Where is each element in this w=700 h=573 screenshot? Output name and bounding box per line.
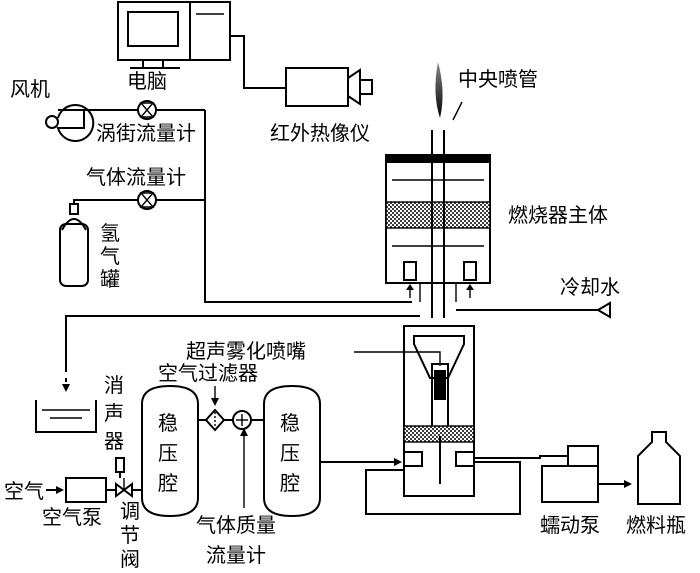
flow-arrows-up	[406, 284, 474, 298]
air-filter	[204, 408, 226, 432]
hydrogen-tank	[59, 203, 89, 287]
infrared-camera	[285, 67, 373, 107]
gas-flowmeter	[137, 190, 157, 210]
burner-body-label: 燃烧器主体	[508, 203, 608, 227]
peristaltic-pump	[541, 445, 599, 503]
air-pump-label: 空气泵	[42, 505, 102, 529]
regulator-2-char-2: 压	[280, 441, 300, 465]
hydrogen-label-3: 罐	[100, 267, 120, 291]
regulator-tank-2	[263, 384, 321, 518]
hydrogen-label-1: 氢	[100, 221, 120, 245]
gas-flowmeter-label: 气体流量计	[86, 165, 186, 189]
regulator-tank-1	[141, 384, 199, 518]
fuel-bottle-label: 燃料瓶	[626, 513, 686, 537]
computer-label: 电脑	[127, 69, 167, 93]
valve-char-3: 阀	[120, 547, 140, 571]
regulating-valve	[115, 478, 133, 498]
muffler-char-2: 声	[104, 401, 124, 425]
fuel-bottle	[637, 431, 681, 505]
air-filter-label: 空气过滤器	[158, 361, 258, 385]
muffler-char-1: 消	[104, 373, 124, 397]
hydrogen-label-2: 气	[100, 244, 120, 268]
fan-label: 风机	[10, 77, 50, 101]
mass-flowmeter-label-2: 流量计	[206, 543, 266, 567]
air-label: 空气	[4, 479, 44, 503]
regulator-2-char-1: 稳	[280, 411, 300, 435]
drain-tank	[35, 400, 97, 433]
regulator-2-char-3: 腔	[280, 471, 300, 495]
vortex-flowmeter-label: 涡街流量计	[96, 121, 196, 145]
cooling-water-label: 冷却水	[560, 275, 620, 299]
regulator-1-char-3: 腔	[158, 471, 178, 495]
mass-flowmeter-label-1: 气体质量	[196, 513, 276, 537]
valve-char-2: 节	[120, 523, 140, 547]
gas-mass-flowmeter	[232, 410, 252, 430]
air-pump	[65, 477, 116, 503]
muffler-char-3: 器	[104, 429, 124, 453]
ir-camera-label: 红外热像仪	[270, 121, 370, 145]
flame	[435, 62, 443, 118]
computer	[117, 1, 231, 69]
burner-body	[385, 154, 491, 284]
valve-char-1: 调	[120, 499, 140, 523]
vortex-flowmeter	[137, 100, 157, 120]
muffler	[115, 457, 125, 473]
regulator-1-char-1: 稳	[158, 411, 178, 435]
ultrasonic-nozzle-label: 超声雾化喷嘴	[186, 339, 306, 363]
peristaltic-pump-label: 蠕动泵	[540, 513, 600, 537]
fan-blower	[45, 104, 95, 142]
regulator-1-char-2: 压	[158, 441, 178, 465]
central-nozzle-label: 中央喷管	[458, 67, 538, 91]
